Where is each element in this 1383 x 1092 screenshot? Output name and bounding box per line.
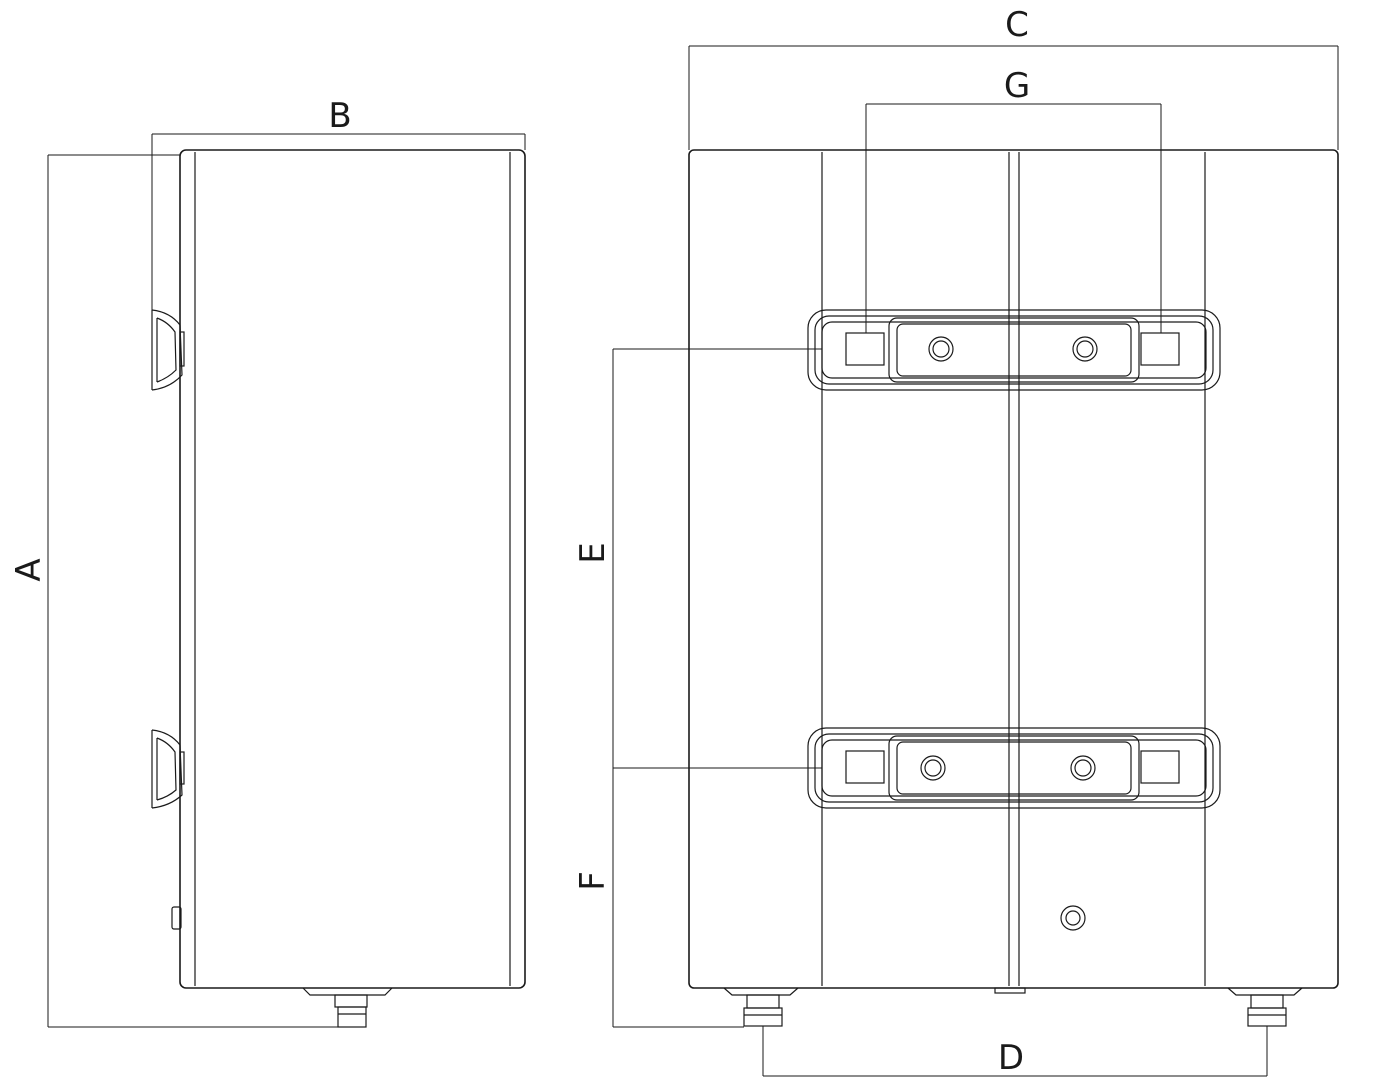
label-d: D	[998, 1038, 1024, 1078]
front-tank-outline	[688, 149, 1339, 989]
front-bolt-upper-right	[1072, 336, 1098, 362]
dimension-d	[762, 1026, 1268, 1077]
side-bracket-lower	[151, 729, 185, 809]
label-f: F	[573, 871, 613, 891]
dimension-e	[612, 348, 822, 768]
front-indicator-nut	[1060, 905, 1086, 931]
front-bracket-upper	[807, 309, 1221, 391]
dimension-a	[47, 154, 345, 1028]
dimension-f	[612, 767, 822, 1028]
front-bolt-lower-right	[1070, 755, 1096, 781]
dimension-b	[151, 133, 526, 310]
side-bracket-upper	[151, 309, 185, 391]
label-b: B	[328, 96, 351, 136]
side-knob	[171, 906, 182, 930]
label-g: G	[1004, 66, 1030, 106]
label-e: E	[573, 542, 613, 563]
front-center-drain	[994, 987, 1026, 994]
dimension-c	[688, 45, 1339, 150]
side-tank-outline	[179, 149, 526, 989]
label-a: A	[9, 558, 49, 581]
front-bolt-lower-left	[920, 755, 946, 781]
front-pipe-right	[1227, 987, 1303, 1027]
dimension-g	[865, 103, 1162, 333]
side-view	[47, 133, 526, 1028]
side-bottom-pipe	[302, 987, 393, 1028]
front-bracket-lower	[807, 727, 1221, 809]
front-view	[612, 45, 1339, 1077]
front-pipe-left	[723, 987, 799, 1027]
label-c: C	[1005, 5, 1029, 45]
front-bolt-upper-left	[928, 336, 954, 362]
